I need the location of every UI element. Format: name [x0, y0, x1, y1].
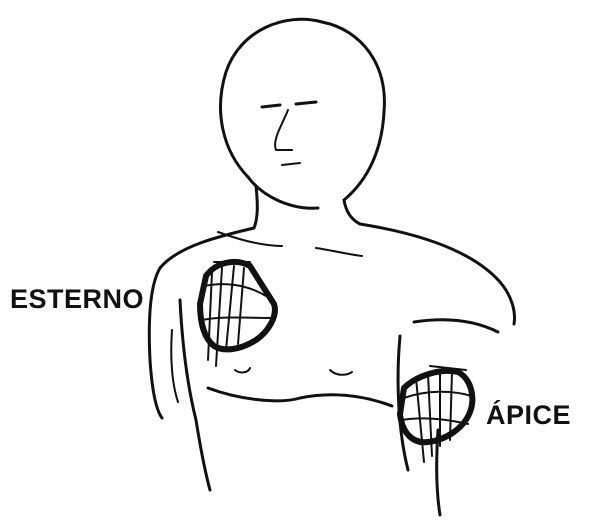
apex-label: ÁPICE	[486, 402, 571, 429]
head-outline	[221, 19, 385, 200]
axilla-left	[171, 330, 178, 402]
sternum-label: ESTERNO	[10, 286, 144, 313]
shoulder-right	[360, 224, 514, 324]
nipple-left	[235, 368, 250, 372]
nipple-right	[330, 370, 352, 375]
sternum-pad	[200, 262, 275, 366]
neck-right	[344, 200, 360, 224]
mouth	[282, 163, 300, 165]
clavicle-right	[316, 248, 362, 256]
right-eye	[296, 102, 316, 104]
nose	[275, 110, 292, 150]
neck-left	[254, 186, 257, 228]
arm-right-outer	[414, 320, 498, 332]
left-eye	[262, 105, 280, 107]
pectoral-line	[208, 388, 392, 406]
